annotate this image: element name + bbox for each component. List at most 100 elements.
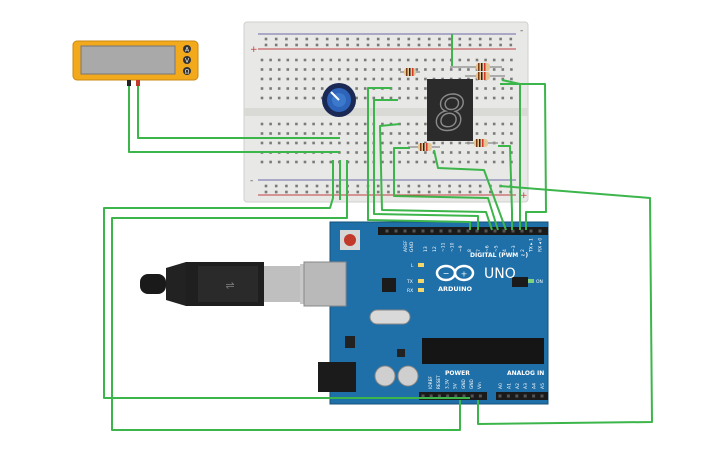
analog-pin-hole[interactable] bbox=[506, 394, 510, 398]
rail-hole[interactable] bbox=[478, 184, 482, 188]
breadboard-hole[interactable] bbox=[492, 58, 496, 62]
breadboard-hole[interactable] bbox=[484, 96, 487, 100]
rail-hole[interactable] bbox=[468, 43, 472, 47]
rail-hole[interactable] bbox=[478, 190, 482, 194]
breadboard-hole[interactable] bbox=[415, 87, 419, 90]
header-pin-hole[interactable] bbox=[511, 229, 515, 233]
rail-hole[interactable] bbox=[285, 37, 288, 41]
rail-hole[interactable] bbox=[478, 43, 482, 47]
breadboard-hole[interactable] bbox=[338, 58, 341, 62]
rail-hole[interactable] bbox=[356, 43, 360, 47]
breadboard-hole[interactable] bbox=[303, 58, 307, 62]
breadboard-hole[interactable] bbox=[260, 132, 264, 135]
breadboard-hole[interactable] bbox=[338, 122, 341, 126]
breadboard-hole[interactable] bbox=[381, 58, 384, 62]
breadboard-hole[interactable] bbox=[320, 77, 324, 81]
rail-hole[interactable] bbox=[346, 37, 349, 41]
breadboard-hole[interactable] bbox=[320, 58, 324, 62]
wire-meter-red[interactable] bbox=[137, 86, 340, 139]
analog-pin-hole[interactable] bbox=[515, 394, 519, 398]
breadboard-hole[interactable] bbox=[406, 122, 410, 126]
analog-pin-hole[interactable] bbox=[540, 394, 544, 398]
breadboard-hole[interactable] bbox=[398, 141, 401, 145]
breadboard-hole[interactable] bbox=[260, 122, 264, 126]
rail-hole[interactable] bbox=[478, 37, 482, 41]
breadboard-hole[interactable] bbox=[501, 141, 505, 145]
breadboard-hole[interactable] bbox=[355, 141, 358, 145]
breadboard-hole[interactable] bbox=[441, 68, 444, 71]
breadboard-hole[interactable] bbox=[492, 87, 496, 90]
header-pin-hole[interactable] bbox=[466, 229, 470, 233]
resistor-top-3[interactable] bbox=[465, 72, 505, 80]
breadboard-hole[interactable] bbox=[269, 160, 272, 164]
breadboard-hole[interactable] bbox=[277, 87, 281, 90]
rail-hole[interactable] bbox=[387, 43, 390, 47]
breadboard-hole[interactable] bbox=[260, 58, 264, 62]
breadboard-hole[interactable] bbox=[363, 141, 367, 145]
breadboard-hole[interactable] bbox=[389, 96, 393, 100]
breadboard-hole[interactable] bbox=[320, 87, 324, 90]
rail-hole[interactable] bbox=[315, 43, 319, 47]
rail-hole[interactable] bbox=[356, 37, 360, 41]
breadboard-hole[interactable] bbox=[338, 68, 341, 71]
breadboard-hole[interactable] bbox=[398, 68, 401, 71]
power-header[interactable] bbox=[419, 392, 487, 400]
breadboard-hole[interactable] bbox=[269, 96, 272, 100]
breadboard-hole[interactable] bbox=[363, 58, 367, 62]
rail-hole[interactable] bbox=[397, 184, 400, 188]
breadboard-hole[interactable] bbox=[475, 58, 479, 62]
rail-hole[interactable] bbox=[417, 190, 421, 194]
rail-hole[interactable] bbox=[417, 184, 421, 188]
breadboard-hole[interactable] bbox=[406, 160, 410, 164]
rail-hole[interactable] bbox=[448, 43, 451, 47]
rail-hole[interactable] bbox=[274, 190, 278, 194]
analog-pin-hole[interactable] bbox=[523, 394, 527, 398]
breadboard-hole[interactable] bbox=[346, 58, 350, 62]
wire-d-f[interactable] bbox=[501, 79, 521, 230]
breadboard-hole[interactable] bbox=[492, 122, 496, 126]
breadboard-hole[interactable] bbox=[355, 132, 358, 135]
rail-hole[interactable] bbox=[336, 37, 339, 41]
wires[interactable] bbox=[103, 34, 653, 431]
breadboard-hole[interactable] bbox=[501, 151, 505, 154]
rail-hole[interactable] bbox=[509, 37, 513, 41]
breadboard-hole[interactable] bbox=[260, 77, 264, 81]
breadboard-hole[interactable] bbox=[458, 151, 462, 154]
breadboard-hole[interactable] bbox=[260, 96, 264, 100]
breadboard-hole[interactable] bbox=[260, 87, 264, 90]
breadboard-hole[interactable] bbox=[467, 151, 470, 154]
breadboard-hole[interactable] bbox=[484, 87, 487, 90]
usb-cable[interactable]: ⇌ bbox=[140, 262, 334, 306]
rail-hole[interactable] bbox=[376, 37, 380, 41]
breadboard-hole[interactable] bbox=[389, 141, 393, 145]
breadboard-hole[interactable] bbox=[406, 96, 410, 100]
breadboard-hole[interactable] bbox=[510, 151, 513, 154]
breadboard-hole[interactable] bbox=[510, 141, 513, 145]
breadboard-hole[interactable] bbox=[269, 87, 272, 90]
rail-hole[interactable] bbox=[417, 37, 421, 41]
breadboard-hole[interactable] bbox=[406, 141, 410, 145]
breadboard-hole[interactable] bbox=[346, 77, 350, 81]
breadboard-hole[interactable] bbox=[346, 141, 350, 145]
rail-hole[interactable] bbox=[438, 37, 441, 41]
rail-hole[interactable] bbox=[264, 37, 268, 41]
breadboard-hole[interactable] bbox=[312, 160, 315, 164]
rail-hole[interactable] bbox=[325, 43, 329, 47]
header-pin-hole[interactable] bbox=[430, 229, 434, 233]
breadboard-hole[interactable] bbox=[295, 141, 298, 145]
rail-hole[interactable] bbox=[336, 190, 339, 194]
breadboard-hole[interactable] bbox=[510, 96, 513, 100]
breadboard-hole[interactable] bbox=[329, 77, 333, 81]
rail-hole[interactable] bbox=[274, 43, 278, 47]
breadboard-hole[interactable] bbox=[269, 141, 272, 145]
breadboard-hole[interactable] bbox=[338, 77, 341, 81]
breadboard-hole[interactable] bbox=[406, 58, 410, 62]
breadboard-hole[interactable] bbox=[277, 96, 281, 100]
breadboard-hole[interactable] bbox=[510, 132, 513, 135]
breadboard-hole[interactable] bbox=[269, 122, 272, 126]
breadboard-hole[interactable] bbox=[389, 151, 393, 154]
rail-hole[interactable] bbox=[305, 37, 309, 41]
breadboard-hole[interactable] bbox=[295, 132, 298, 135]
rail-hole[interactable] bbox=[499, 190, 502, 194]
breadboard-hole[interactable] bbox=[415, 151, 419, 154]
